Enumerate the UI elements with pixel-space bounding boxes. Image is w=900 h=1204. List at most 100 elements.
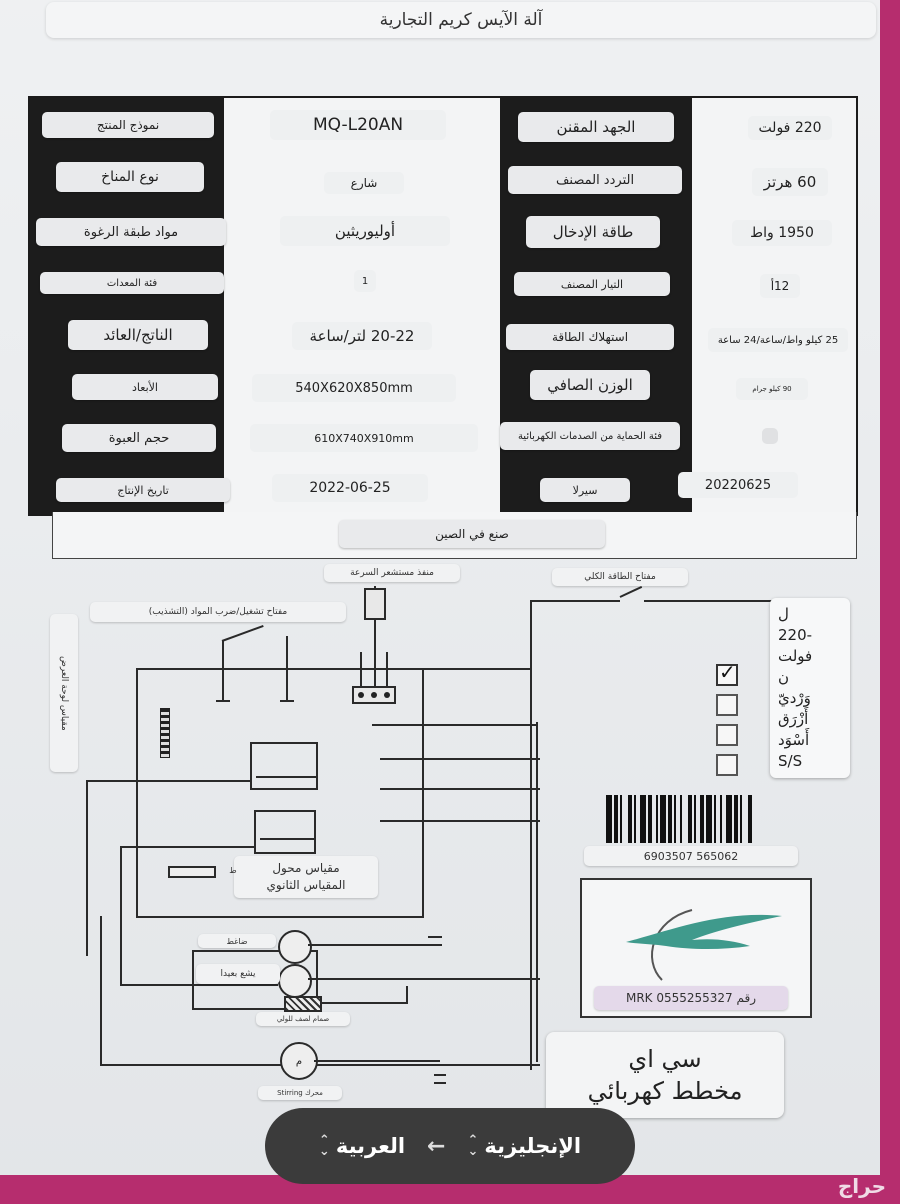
spec-value-dimensions: 540X620X850mm [252,374,456,402]
watermark: حراج [837,1174,886,1198]
motor-icon: م [280,1042,318,1080]
barcode-bar [634,795,636,843]
spec-row: مواد طبقة الرغوة أوليوريثين طاقة الإدخال… [30,202,856,255]
barcode-bar [694,795,696,843]
display-meter-label: مقياس لوحة العرض [50,614,78,772]
colors-line: أَسْوَد [778,731,810,749]
spec-label-weight: الوزن الصافي [530,370,650,400]
checkbox [716,694,738,716]
brand-logo-icon [626,909,782,981]
barcode-bar [752,795,754,843]
spec-value-package: 610X740X910mm [250,424,478,452]
ground-icon [434,1074,446,1084]
barcode-bar [628,795,632,843]
barcode-bar [606,795,612,843]
colors-line: S/S [778,752,803,770]
spec-value-production-date: 2022-06-25 [272,474,428,502]
motor-label: محرك Stirring [258,1086,342,1100]
colors-line: وَرْديّ [778,689,811,707]
barcode-bar [714,795,716,843]
colors-line: أَزْرَق [778,710,809,728]
speed-sensor-label: منفذ مستشعر السرعة [324,564,460,582]
spec-label-foam: مواد طبقة الرغوة [36,218,226,246]
spec-value-model: MQ-L20AN [270,110,446,140]
spec-label-energy: استهلاك الطاقة [506,324,674,350]
spec-value-input-power: 1950 واط [732,220,832,246]
checkbox [716,754,738,776]
barcode-bar [620,795,622,843]
far-fan-label: يشع بعيدا [196,964,280,984]
spec-label-class: فئة المعدات [40,272,224,294]
spec-label-serial: سيرلا [540,478,630,502]
page-title: آلة الآيس كريم التجارية [46,2,876,38]
barcode-bar [740,795,742,843]
spec-value-serial: 20220625 [678,472,798,498]
colors-line: ن [778,668,790,686]
spec-table: نموذج المنتج MQ-L20AN الجهد المقنن 220 ف… [28,96,858,516]
spec-label-climate: نوع المناخ [56,162,204,192]
barcode-bar [660,795,666,843]
spec-label-package: حجم العبوة [62,424,216,452]
barcode-bar [648,795,652,843]
translation-line: مخطط كهربائي [587,1077,743,1105]
spec-value-current: 12أ [760,274,800,298]
translation-line: سي اي [628,1045,702,1073]
check-icon: ✓ [719,660,736,684]
barcode-bar [674,795,676,843]
barcode-bar [720,795,722,843]
spec-value-output: 20-22 لتر/ساعة [292,322,432,350]
spec-label-current: التيار المصنف [514,272,670,296]
source-language-label: الإنجليزية [484,1134,582,1158]
spec-row: تاريخ الإنتاج 2022-06-25 سيرلا 20220625 [30,462,856,514]
small-part-label: ط [229,865,237,875]
swap-arrow-icon[interactable]: ← [427,1133,446,1159]
made-in-label: صنع في الصين [339,520,605,548]
updown-icon: ⌃⌄ [318,1133,330,1159]
barcode-bar [656,795,658,843]
source-language-button[interactable]: ⌃⌄ الإنجليزية [467,1134,581,1158]
secondary-meter-label: المقياس الثانوي [266,878,346,892]
spec-label-frequency: التردد المصنف [508,166,682,194]
barcode-bar [688,795,692,843]
barcode-bar [614,795,618,843]
spec-label-model: نموذج المنتج [42,112,214,138]
translation-language-bar: ⌃⌄ العربية ← ⌃⌄ الإنجليزية [265,1108,635,1184]
barcode-bar [668,795,672,843]
barcode-bar [734,795,738,843]
spec-row: نوع المناخ شارع التردد المصنف 60 هرتز [30,150,856,203]
spec-value-frequency: 60 هرتز [752,168,828,196]
solenoid-valve-label: صمام لصف للولي [256,1012,350,1026]
checkbox [716,724,738,746]
barcode-bar [700,795,704,843]
spec-value-foam: أوليوريثين [280,216,450,246]
spec-value-voltage: 220 فولت [748,116,832,140]
spec-label-dimensions: الأبعاد [72,374,218,400]
colors-line: 220- [778,626,813,644]
run-switch-label: مفتاح تشغيل/ضرب المواد (التشذيب) [90,602,346,622]
barcode-bar [680,795,682,843]
transformer-label: مقياس محول [272,861,340,875]
translation-overlay-colors: ل 220- فولت ن وَرْديّ أَزْرَق أَسْوَد S/… [770,598,850,778]
compressor-label: ضاغط [198,934,276,948]
power-switch-label: مفتاح الطاقة الكلي [552,568,688,586]
display-connector [160,708,170,758]
target-language-button[interactable]: ⌃⌄ العربية [319,1134,405,1158]
barcode-bar [640,795,646,843]
spec-label-voltage: الجهد المقنن [518,112,674,142]
spec-row: الأبعاد 540X620X850mm الوزن الصافي 90 كي… [30,358,856,411]
barcode-bar [706,795,712,843]
translation-overlay-diagram: سي اي مخطط كهربائي [546,1032,784,1118]
spec-label-production-date: تاريخ الإنتاج [56,478,230,502]
spec-value-class: 1 [354,270,376,292]
phone-label: رقم MRK 0555255327 [594,986,788,1010]
colors-line: فولت [778,647,813,665]
barcode-bar [748,795,752,843]
ground-icon [428,936,442,946]
spec-value-shock-protection [762,428,778,444]
spec-label-shock-protection: فئة الحماية من الصدمات الكهربائية [500,422,680,450]
updown-icon: ⌃⌄ [467,1133,479,1159]
spec-label-output: الناتج/العائد [68,320,208,350]
colors-line: ل [778,605,789,623]
made-in-row: صنع في الصين [52,512,857,559]
spec-label-input-power: طاقة الإدخال [526,216,660,248]
